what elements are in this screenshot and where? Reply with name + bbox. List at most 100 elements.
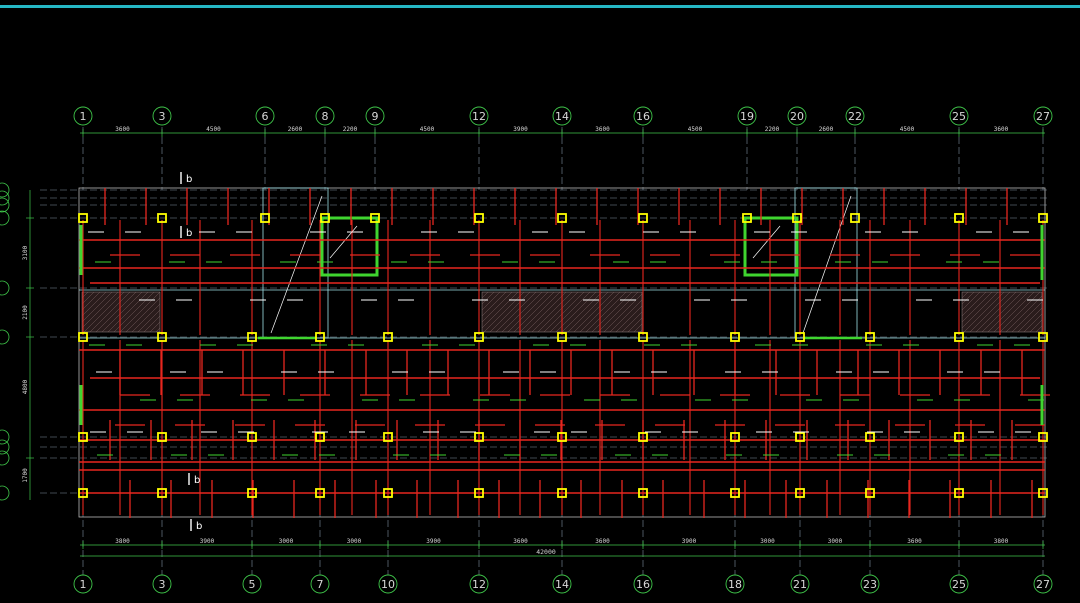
hatch-stroke <box>999 291 1041 333</box>
hatch-stroke <box>89 291 131 333</box>
section-mark-label: b <box>186 228 192 239</box>
axis-bubble <box>73 106 93 126</box>
hatch-stroke <box>963 291 1005 333</box>
top-dimension-label: 4500 <box>420 126 435 133</box>
hatch-stroke <box>633 323 643 333</box>
hatch-stroke <box>481 291 495 305</box>
column-marker <box>730 432 740 442</box>
axis-label: 3 <box>159 110 166 123</box>
axis-bubble <box>152 106 172 126</box>
bottom-dimension-label: 3000 <box>828 538 843 545</box>
axis-label: 14 <box>555 578 569 591</box>
column-marker <box>557 432 567 442</box>
hatch-stroke <box>481 291 519 329</box>
column-marker <box>157 332 167 342</box>
column-marker <box>315 332 325 342</box>
column-marker <box>557 213 567 223</box>
column-marker <box>315 488 325 498</box>
hatch-stroke <box>573 291 615 333</box>
column-marker <box>247 488 257 498</box>
column-marker <box>157 432 167 442</box>
green-rebar-lines <box>79 225 1044 425</box>
top-dimension-label: 3900 <box>513 126 528 133</box>
hatch-stroke <box>969 291 1011 333</box>
column-marker <box>247 332 257 342</box>
left-dimension-label: 1700 <box>22 468 29 483</box>
column-marker <box>730 332 740 342</box>
hatch-stroke <box>81 291 119 329</box>
hatch-stroke <box>481 291 507 317</box>
axis-bubble <box>469 574 489 594</box>
hatch-stroke <box>561 291 603 333</box>
bottom-dimension-label: 3800 <box>994 538 1009 545</box>
column-marker <box>474 332 484 342</box>
elevator-core <box>743 216 799 277</box>
axis-label: 23 <box>863 578 877 591</box>
column-marker <box>865 332 875 342</box>
axis-label: 20 <box>790 110 804 123</box>
column-marker <box>557 488 567 498</box>
row-axis-bubble <box>0 210 10 226</box>
hatch-stroke <box>1035 325 1043 333</box>
axis-label: 27 <box>1036 110 1050 123</box>
hatch-stroke <box>489 291 531 333</box>
left-dimension-label: 2100 <box>22 305 29 320</box>
hatch-stroke <box>993 291 1035 333</box>
column-marker <box>1038 432 1048 442</box>
hatch-stroke <box>961 291 993 323</box>
hatch-stroke <box>519 291 561 333</box>
top-dimension-label: 4500 <box>900 126 915 133</box>
hatch-stroke <box>83 291 125 333</box>
axis-bubble <box>790 574 810 594</box>
bottom-dimension-label: 3000 <box>347 538 362 545</box>
hatch-stroke <box>113 291 155 333</box>
column-marker <box>474 432 484 442</box>
axis-bubble <box>845 106 865 126</box>
hatch-stroke <box>137 309 161 333</box>
hatch-area <box>81 291 161 333</box>
hatch-stroke <box>81 291 95 305</box>
row-axis-bubble <box>0 190 10 206</box>
section-mark-label: b <box>186 174 192 185</box>
row-axis-bubble <box>0 450 10 466</box>
axis-label: 22 <box>848 110 862 123</box>
column-marker <box>954 213 964 223</box>
axis-label: 16 <box>636 578 650 591</box>
hatch-stroke <box>961 291 969 299</box>
axis-bubble <box>633 574 653 594</box>
column-marker <box>247 432 257 442</box>
column-marker <box>954 332 964 342</box>
column-marker <box>795 332 805 342</box>
row-axis-bubble <box>0 197 10 213</box>
axis-label: 3 <box>159 578 166 591</box>
hatch-stroke <box>537 291 579 333</box>
axis-label: 27 <box>1036 578 1050 591</box>
axis-bubble <box>552 574 572 594</box>
axis-bubble <box>378 574 398 594</box>
column-marker <box>1038 332 1048 342</box>
column-marker <box>742 213 752 223</box>
hatch-stroke <box>543 291 585 333</box>
elevator-diagonal <box>329 225 358 259</box>
hatch-stroke <box>591 291 633 333</box>
hatch-stroke <box>95 291 137 333</box>
column-marker <box>638 213 648 223</box>
hatch-stroke <box>981 291 1023 333</box>
hatch-stroke <box>1011 301 1043 333</box>
bottom-dimension-label: 3600 <box>595 538 610 545</box>
axis-label: 8 <box>322 110 329 123</box>
top-accent-bar <box>0 5 1080 8</box>
axis-label: 25 <box>952 578 966 591</box>
row-axis-bubble <box>0 439 10 455</box>
hatch-stroke <box>507 291 549 333</box>
column-marker <box>320 213 330 223</box>
left-dimension-label: 4800 <box>22 379 29 394</box>
axis-bubble <box>242 574 262 594</box>
hatch-stroke <box>1029 319 1043 333</box>
stair-shaft <box>262 187 329 339</box>
hatch-stroke <box>961 291 987 317</box>
axis-bubble <box>310 574 330 594</box>
column-marker <box>474 488 484 498</box>
